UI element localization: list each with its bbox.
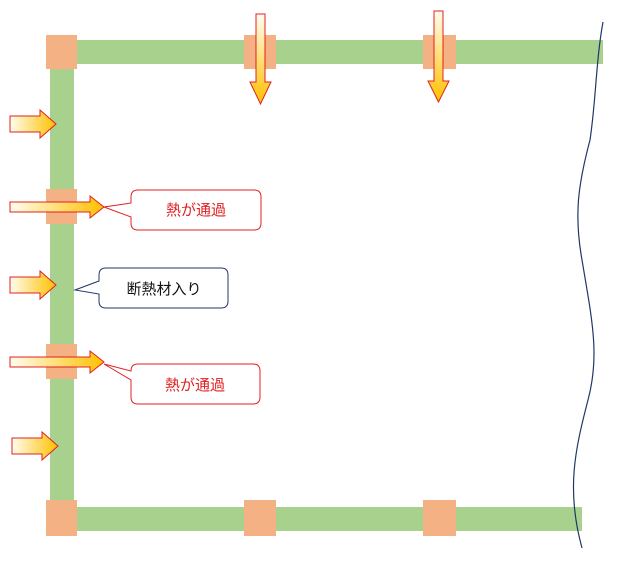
callout-heat-pass-1: 熱が通過 [103, 189, 262, 231]
bottom-beam [62, 507, 582, 531]
break-line [572, 21, 604, 549]
callout-heat-pass-2: 熱が通過 [103, 363, 261, 405]
callout-heat-pass-1-label: 熱が通過 [166, 201, 226, 219]
heat-flow-arrow-icon [9, 108, 57, 140]
heat-flow-arrow-icon [249, 13, 272, 106]
heat-flow-arrow-icon [427, 10, 450, 104]
callout-insulation: 断熱材入り [73, 267, 229, 309]
heat-flow-arrow-icon [9, 269, 57, 301]
callout-insulation-label: 断熱材入り [126, 280, 201, 298]
post-bottom-middle [244, 500, 276, 536]
corner-post-bottom-left [46, 500, 77, 536]
heat-flow-arrow-icon [9, 349, 105, 375]
corner-post-top-left [46, 35, 77, 69]
top-beam [62, 40, 603, 64]
heat-flow-arrow-icon [11, 430, 59, 462]
post-bottom-right [423, 500, 456, 536]
heat-flow-arrow-icon [9, 194, 105, 220]
callout-heat-pass-2-label: 熱が通過 [165, 376, 225, 394]
